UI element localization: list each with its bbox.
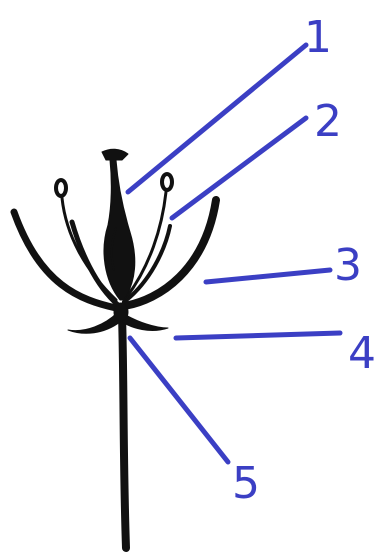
- stamen-anther-right: [162, 174, 172, 190]
- pistil-body: [104, 160, 135, 300]
- receptacle: [114, 303, 128, 321]
- flower-stalk: [122, 315, 126, 548]
- leader-line-1: [128, 45, 306, 192]
- leader-line-4: [176, 333, 340, 338]
- petal-far-left: [14, 212, 116, 308]
- leader-line-3: [206, 270, 330, 282]
- callout-number-1: 1: [304, 12, 332, 63]
- callout-number-2: 2: [314, 96, 342, 147]
- pistil: [102, 149, 135, 300]
- leader-line-5: [130, 338, 228, 462]
- callout-number-3: 3: [334, 240, 362, 291]
- sepal-right: [122, 314, 168, 330]
- callout-number-5: 5: [232, 458, 260, 509]
- stamen-anther-left: [56, 180, 66, 196]
- callout-number-4: 4: [348, 328, 376, 379]
- sepal-left: [68, 312, 120, 333]
- stigma-cap: [102, 149, 128, 160]
- leader-line-2: [172, 118, 306, 218]
